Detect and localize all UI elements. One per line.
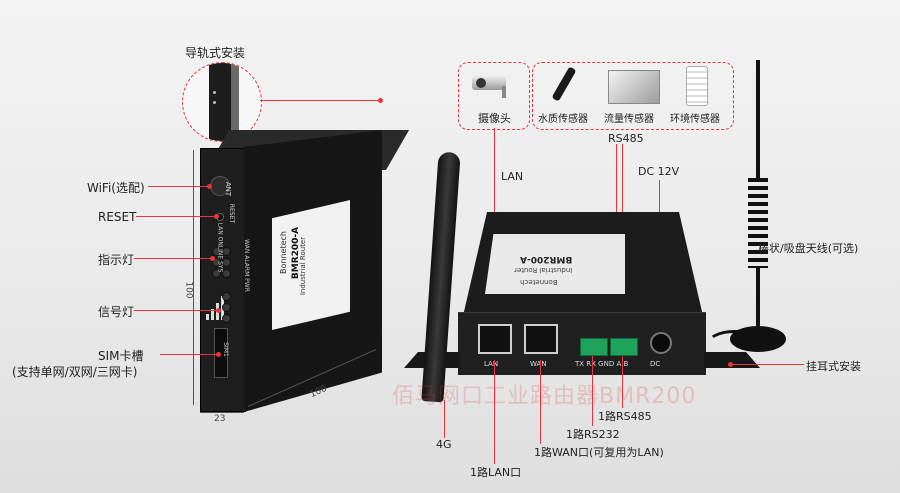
rail-mount-label: 导轨式安装 [185,46,246,60]
panel-ant-text: ANT [224,181,233,197]
ear-mount-label: 挂耳式安装 [806,360,861,373]
env-sensor-label: 环境传感器 [670,114,720,125]
dim-height-line [193,150,194,405]
4g-leader [444,400,445,438]
signal-led-1 [222,292,231,301]
panel-sim-text: SIM1 [221,342,229,357]
sensors-box [532,62,734,130]
dc-port-text: DC [650,360,661,368]
dc-jack [650,332,672,354]
led-pwr [222,269,231,278]
panel-leds-top-text: LAN ONLINE SYS [216,222,224,273]
rail-mount-zoom [182,62,262,142]
antenna-cable [706,330,762,360]
rs232-label: 1路RS232 [566,428,620,441]
rs485-top-label: RS485 [608,132,644,145]
indicator-dot [210,256,215,261]
rail-mount-leader [260,100,380,101]
led-wan [222,258,231,267]
ear-mount-leader [730,364,804,365]
top-brand-text: Bonnetech [520,278,558,286]
reset-leader [136,216,216,217]
signal-dot [216,308,221,313]
led-lan [212,247,221,256]
indicator-label: 指示灯 [98,253,135,267]
rs232-leader [592,356,593,426]
flow-sensor-label: 流量传感器 [604,114,654,125]
flow-sensor-icon [608,70,660,104]
rs485-label: 1路RS485 [598,410,652,423]
top-model-text: BMR200-A [520,254,573,264]
sim-dot [216,352,221,357]
left-panel-sub: Industrial Router [299,236,308,296]
sim-support-label: (支持单网/双网/三网卡) [12,365,138,379]
wifi-dot [207,184,212,189]
sim-leader [160,354,218,355]
led-online [222,247,231,256]
sim-slot [214,328,228,378]
rs485-leader [622,356,623,408]
lan-port-label: 1路LAN口 [470,466,522,479]
reset-dot [214,214,219,219]
rs485-terminal [610,338,638,356]
watermark: 佰马网口工业路由器BMR200 [392,384,697,409]
led-alarm [212,269,221,278]
wan-port-text: WAN [530,360,547,368]
wan-port [524,324,558,354]
water-sensor-label: 水质传感器 [538,114,588,125]
rail-mount-dot [378,98,383,103]
left-device-label-plate [272,200,350,330]
wan-port-leader [540,360,541,444]
wifi-leader [148,186,210,187]
left-panel-brand: Bonnetech [278,231,288,274]
dc-label: DC 12V [638,165,680,178]
serial-port-text: TX RX GND A B [575,360,629,368]
4g-label: 4G [436,438,452,451]
signal-leader [134,310,218,311]
led-sys [212,258,221,267]
top-sub-text: Industrial Router [514,266,573,274]
signal-led-2 [222,303,231,312]
panel-reset-text: RESET [228,203,236,224]
signal-led-3 [222,314,231,323]
lan-top-label: LAN [501,170,524,183]
camera-label: 摄像头 [478,112,511,125]
wan-port-label: 1路WAN口(可复用为LAN) [534,446,664,459]
reset-label: RESET [98,210,137,224]
dim-depth-label: 23 [214,414,226,424]
ear-mount-dot [728,362,733,367]
suction-antenna [730,60,790,360]
dim-height-label: 100 [183,281,194,299]
signal-label: 信号灯 [98,305,135,319]
panel-leds-bottom-text: WAN ALARM PWR [242,239,250,292]
lan-port-leader [494,360,495,464]
rs232-terminal [580,338,608,356]
indicator-leader [134,258,212,259]
wifi-label: WiFi(选配) [87,181,145,195]
lan-port-text: LAN [484,360,499,368]
antenna-option-label: 棒状/吸盘天线(可选) [758,242,859,255]
dim-depth-line [200,412,244,413]
camera-icon [472,72,516,98]
sim-slot-label: SIM卡槽 [98,349,144,363]
router-label-plate [485,234,625,294]
lan-port [478,324,512,354]
env-sensor-icon [686,66,708,106]
